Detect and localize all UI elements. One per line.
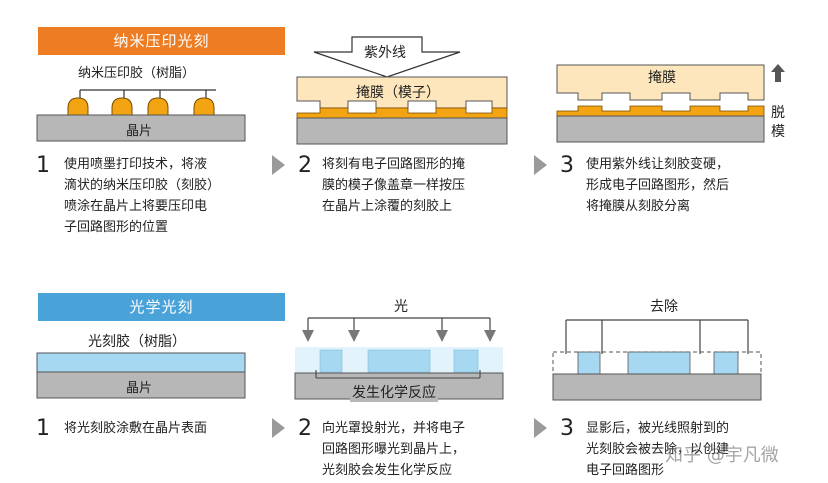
photolithography-wafer-label: 晶片 — [126, 381, 153, 396]
nanoimprint-resin-label: 纳米压印胶（树脂） — [78, 66, 196, 81]
nanoimprint-step3-text: 使用紫外线让刻胶变硬， 形成电子回路图形，然后 将掩膜从刻胶分离 — [586, 157, 730, 214]
nanoimprint-step3-mask-label: 掩膜 — [648, 70, 676, 86]
nanoimprint-step3-number: 3 — [560, 153, 574, 178]
nanoimprint-banner: 纳米压印光刻 — [38, 27, 285, 55]
photolithography-step1-text: 将光刻胶涂敷在晶片表面 — [64, 421, 208, 436]
photolithography-step1-number: 1 — [36, 416, 50, 441]
wafer — [36, 114, 246, 142]
wafer — [36, 371, 246, 399]
photolithography-step2-text: 向光罩投射光，并将电子 回路图形曝光到晶片上， 光刻胶会发生化学反应 — [322, 421, 466, 478]
photoresist-layer — [36, 352, 246, 373]
wafer — [296, 117, 508, 145]
wafer — [552, 373, 762, 401]
wafer — [556, 115, 765, 143]
nanoimprint-step1-text: 使用喷墨打印技术，将液 滴状的纳米压印胶（刻胶） 喷涂在晶片上将要压印电 子回路… — [64, 157, 221, 235]
step-arrow-icon — [534, 155, 547, 175]
chemical-reaction-label: 发生化学反应 — [350, 382, 438, 402]
uv-arrow-icon — [313, 36, 461, 78]
watermark: 知乎 @宇凡微 — [665, 445, 779, 466]
step-arrow-icon — [272, 155, 285, 175]
nanoimprint-step2-text: 将刻有电子回路图形的掩 膜的模子像盖章一样按压 在晶片上涂覆的刻胶上 — [322, 157, 466, 214]
step-arrow-icon — [534, 418, 547, 438]
nanoimprint-step2-number: 2 — [298, 153, 312, 178]
nanoimprint-step3-diagram — [556, 64, 765, 143]
nanoimprint-step2-diagram — [296, 76, 508, 145]
step-arrow-icon — [272, 418, 285, 438]
nanoimprint-wafer-label: 晶片 — [126, 124, 153, 139]
resin-pointer-lines — [79, 89, 216, 100]
nanoimprint-mask-label: 掩膜（模子） — [356, 85, 440, 101]
light-label: 光 — [394, 299, 408, 315]
photolithography-banner: 光学光刻 — [38, 293, 285, 321]
down-arrow-icon — [302, 330, 496, 342]
up-arrow-icon — [771, 64, 785, 82]
photoresist-label: 光刻胶（树脂） — [88, 334, 186, 350]
release-label: 脱 模 — [771, 105, 785, 140]
resin-droplets — [67, 97, 215, 116]
uv-label: 紫外线 — [364, 45, 406, 61]
nanoimprint-step1-diagram — [36, 89, 246, 142]
photolithography-step1-diagram — [36, 352, 246, 399]
photolithography-step3-text: 显影后，被光线照射到的 光刻胶会被去除，以创建 电子回路图形 — [586, 421, 730, 478]
photolithography-step2-number: 2 — [298, 416, 312, 441]
nanoimprint-step1-number: 1 — [36, 153, 50, 178]
remove-label: 去除 — [650, 299, 678, 315]
photolithography-step3-number: 3 — [560, 416, 574, 441]
photolithography-step3-diagram — [552, 319, 762, 401]
